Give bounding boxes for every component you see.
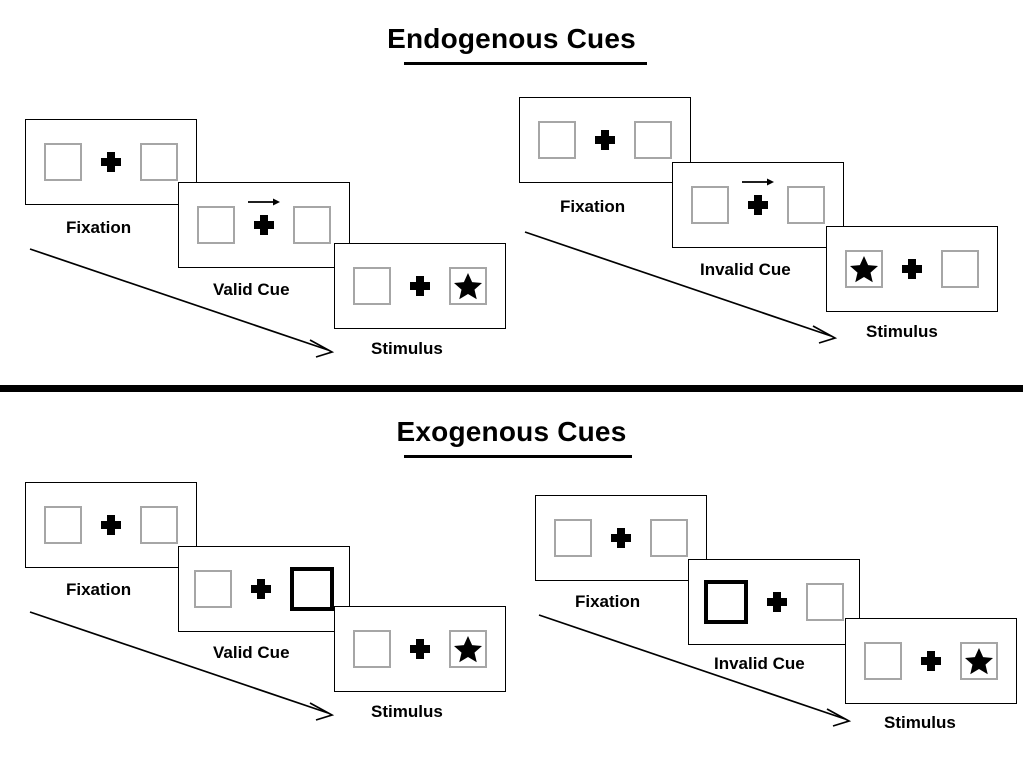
section-title-endogenous-underline bbox=[404, 62, 647, 65]
plus-cross-icon bbox=[409, 638, 431, 660]
frame-label-endogenous-invalid-cue: Invalid Cue bbox=[700, 260, 791, 279]
plus-cross-icon bbox=[747, 194, 769, 216]
fixation-cross-wrap bbox=[748, 591, 806, 613]
frame-label-exogenous-invalid-fixation: Fixation bbox=[575, 592, 641, 611]
cued-box-right bbox=[290, 567, 334, 611]
plus-cross-icon bbox=[901, 258, 923, 280]
target-box-right bbox=[960, 642, 998, 680]
placeholder-box-right bbox=[941, 250, 979, 288]
time-flow-arrow-icon bbox=[524, 231, 838, 344]
trial-frame-endogenous-valid-cue bbox=[178, 182, 350, 268]
fixation-cross-wrap bbox=[902, 650, 960, 672]
placeholder-box-right bbox=[787, 186, 825, 224]
frame-label-endogenous-valid-cue: Valid Cue bbox=[213, 280, 290, 299]
trial-frame-endogenous-invalid-stimulus bbox=[826, 226, 998, 312]
frame-label-exogenous-valid-cue: Valid Cue bbox=[213, 643, 290, 662]
frame-label-exogenous-valid-stimulus: Stimulus bbox=[371, 702, 443, 721]
plus-cross-icon bbox=[594, 129, 616, 151]
placeholder-box-right bbox=[140, 506, 178, 544]
arrow-right-icon bbox=[248, 198, 280, 206]
fixation-cross-wrap bbox=[82, 514, 140, 536]
placeholder-box-left bbox=[44, 143, 82, 181]
placeholder-box-right bbox=[293, 206, 331, 244]
placeholder-box-left bbox=[353, 630, 391, 668]
cued-box-left bbox=[704, 580, 748, 624]
placeholder-box-right bbox=[650, 519, 688, 557]
fixation-cross-wrap bbox=[883, 258, 941, 280]
frame-label-exogenous-invalid-stimulus: Stimulus bbox=[884, 713, 956, 732]
fixation-cross-wrap bbox=[82, 151, 140, 173]
trial-frame-exogenous-valid-fixation bbox=[25, 482, 197, 568]
target-box-right bbox=[449, 630, 487, 668]
plus-cross-icon bbox=[100, 151, 122, 173]
trial-frame-endogenous-valid-fixation bbox=[25, 119, 197, 205]
trial-frame-endogenous-invalid-fixation bbox=[519, 97, 691, 183]
fixation-cross-wrap bbox=[391, 638, 449, 660]
time-flow-arrow-icon bbox=[29, 611, 335, 721]
plus-cross-icon bbox=[409, 275, 431, 297]
time-flow-arrow-icon bbox=[538, 614, 852, 727]
target-box-right bbox=[449, 267, 487, 305]
placeholder-box-left bbox=[691, 186, 729, 224]
plus-cross-icon bbox=[253, 214, 275, 236]
time-flow-arrow-icon bbox=[29, 248, 335, 358]
placeholder-box-left bbox=[194, 570, 232, 608]
frame-label-endogenous-valid-stimulus: Stimulus bbox=[371, 339, 443, 358]
placeholder-box-left bbox=[44, 506, 82, 544]
placeholder-box-right bbox=[634, 121, 672, 159]
section-title-exogenous: Exogenous Cues bbox=[396, 416, 627, 447]
plus-cross-icon bbox=[250, 578, 272, 600]
trial-frame-exogenous-invalid-cue bbox=[688, 559, 860, 645]
fixation-cross-wrap bbox=[235, 198, 293, 236]
section-title-endogenous: Endogenous Cues bbox=[387, 23, 636, 54]
plus-cross-icon bbox=[610, 527, 632, 549]
star-icon bbox=[454, 636, 482, 663]
plus-cross-icon bbox=[766, 591, 788, 613]
frame-label-exogenous-valid-fixation: Fixation bbox=[66, 580, 132, 599]
plus-cross-icon bbox=[920, 650, 942, 672]
trial-frame-endogenous-valid-stimulus bbox=[334, 243, 506, 329]
frame-label-endogenous-invalid-stimulus: Stimulus bbox=[866, 322, 938, 341]
section-title-exogenous-underline bbox=[404, 455, 632, 458]
section-divider bbox=[0, 385, 1023, 392]
trial-frame-exogenous-valid-cue bbox=[178, 546, 350, 632]
frame-label-exogenous-invalid-cue: Invalid Cue bbox=[714, 654, 805, 673]
arrow-right-icon bbox=[742, 178, 774, 186]
frame-label-endogenous-valid-fixation: Fixation bbox=[66, 218, 132, 237]
star-icon bbox=[454, 273, 482, 300]
frame-label-endogenous-invalid-fixation: Fixation bbox=[560, 197, 626, 216]
placeholder-box-left bbox=[538, 121, 576, 159]
fixation-cross-wrap bbox=[232, 578, 290, 600]
placeholder-box-left bbox=[864, 642, 902, 680]
fixation-cross-wrap bbox=[576, 129, 634, 151]
placeholder-box-right bbox=[140, 143, 178, 181]
placeholder-box-left bbox=[197, 206, 235, 244]
placeholder-box-left bbox=[554, 519, 592, 557]
star-icon bbox=[965, 648, 993, 675]
trial-frame-exogenous-valid-stimulus bbox=[334, 606, 506, 692]
plus-cross-icon bbox=[100, 514, 122, 536]
trial-frame-exogenous-invalid-stimulus bbox=[845, 618, 1017, 704]
placeholder-box-left bbox=[353, 267, 391, 305]
star-icon bbox=[850, 256, 878, 283]
fixation-cross-wrap bbox=[391, 275, 449, 297]
trial-frame-exogenous-invalid-fixation bbox=[535, 495, 707, 581]
fixation-cross-wrap bbox=[729, 178, 787, 216]
target-box-left bbox=[845, 250, 883, 288]
placeholder-box-right bbox=[806, 583, 844, 621]
trial-frame-endogenous-invalid-cue bbox=[672, 162, 844, 248]
fixation-cross-wrap bbox=[592, 527, 650, 549]
